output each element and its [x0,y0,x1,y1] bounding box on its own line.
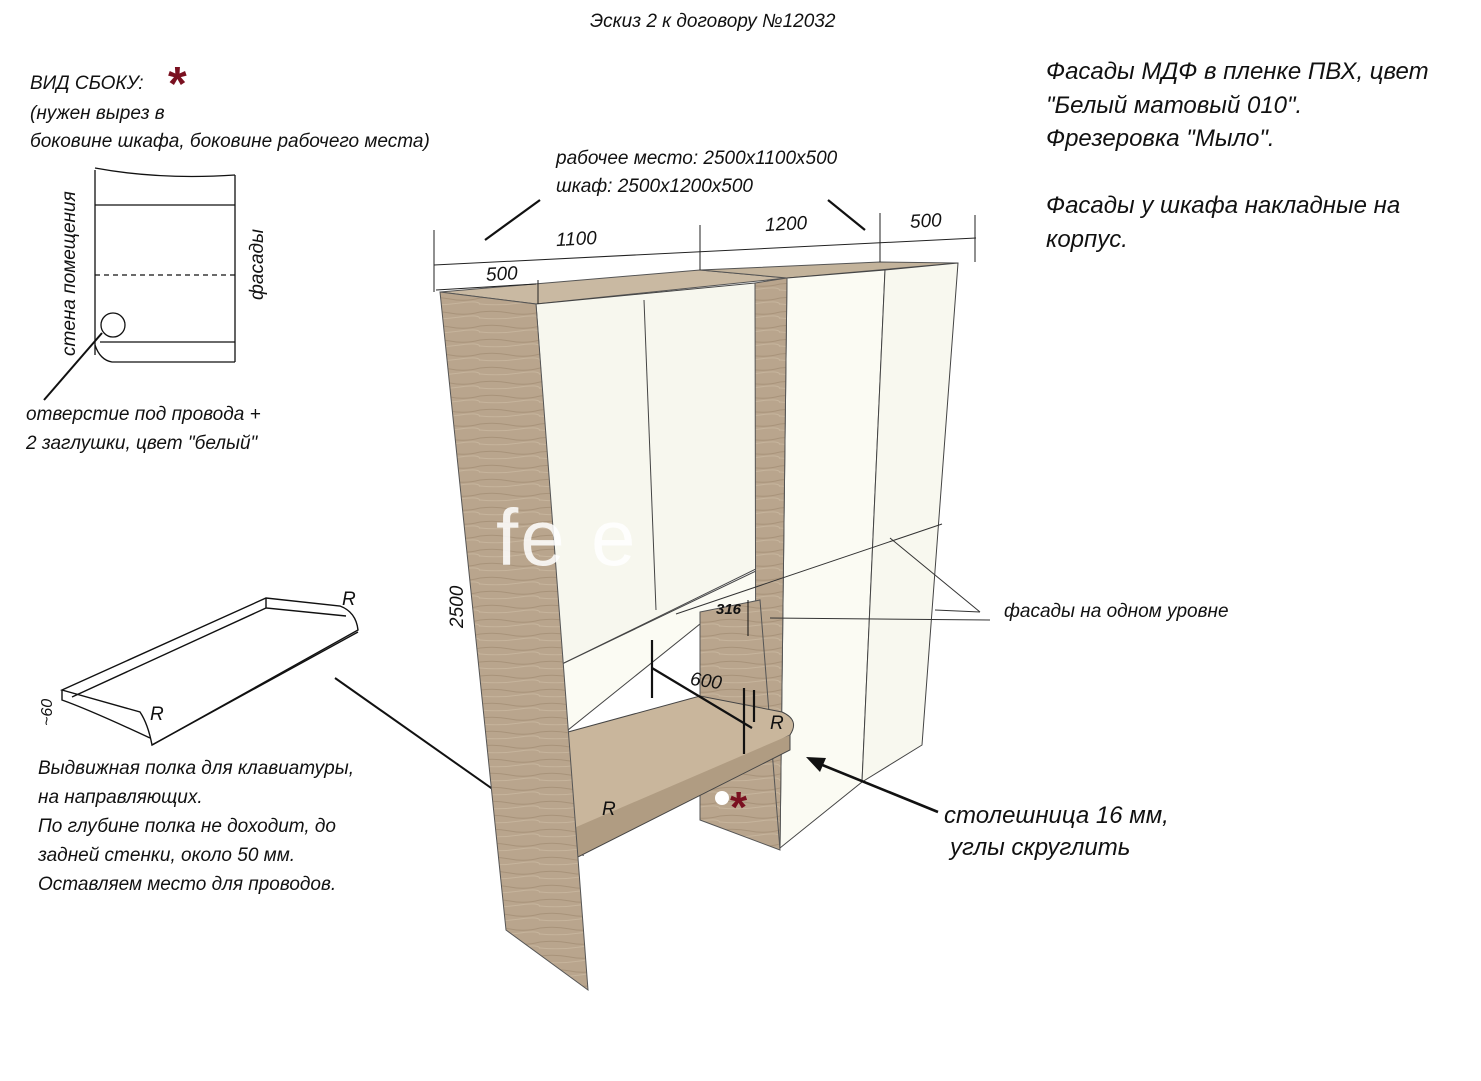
wardrobe-size: шкаф: 2500х1200х500 [556,176,753,197]
dimension-lines [433,213,977,304]
star-marker-1: * [168,58,187,111]
dim-316: 316 [716,601,742,618]
dim-2500: 2500 [447,585,468,628]
side-view-note-line1: (нужен вырез в [30,103,165,124]
keyboard-note-line1: Выдвижная полка для клавиатуры, [38,758,354,779]
keyboard-note-line3: По глубине полка не доходит, до [38,816,336,837]
keyboard-note-line4: задней стенки, около 50 мм. [38,845,295,866]
spec-line2: "Белый матовый 010". [1046,92,1303,119]
spec-line4: Фасады у шкафа накладные на [1046,192,1401,219]
furniture-body [439,261,991,992]
dimension-ticks [484,199,866,754]
dim-1100: 1100 [555,227,598,252]
hole-note-line1: отверстие под провода + [26,404,261,425]
wardrobe-facade-right [861,262,959,783]
page-title: Эскиз 2 к договору №12032 [590,11,836,32]
facades-level-note: фасады на одном уровне [1004,601,1229,622]
dim-500-left: 500 [485,263,519,286]
tray-radius-top: R [342,589,356,610]
hole-note-line2: 2 заглушки, цвет "белый" [26,433,258,454]
radius-desk-left: R [602,799,616,820]
radius-desk-right: R [770,713,784,734]
keyboard-note-line5: Оставляем место для проводов. [38,874,337,895]
star-marker-2: * [730,783,748,832]
facades-side-label: фасады [247,229,268,300]
keyboard-note-line2: на направляющих. [38,787,203,808]
spec-line3: Фрезеровка "Мыло". [1046,125,1275,152]
tray-height: ~60 [39,698,56,726]
dim-600: 600 [688,668,724,695]
wire-hole [715,791,729,805]
dim-1200: 1200 [764,212,808,237]
tabletop-note-line2: углы скруглить [950,834,1131,861]
left-side-panel [439,291,589,992]
watermark: fe e [496,493,638,582]
side-view-drawing [43,167,236,401]
dim-500-right: 500 [909,210,943,233]
workplace-size: рабочее место: 2500х1100х500 [556,148,838,169]
spec-line5: корпус. [1046,226,1128,253]
side-view-note-line2: боковине шкафа, боковине рабочего места) [30,131,430,152]
tray-radius-bottom: R [150,704,164,725]
tabletop-arrow-line [814,760,939,814]
tabletop-arrow-head [806,757,826,772]
keyboard-tray-drawing [59,597,359,747]
side-view-heading: ВИД СБОКУ: [30,73,144,94]
tabletop-note-line1: столешница 16 мм, [944,802,1169,829]
wall-label: стена помещения [59,191,80,356]
spec-line1: Фасады МДФ в пленке ПВХ, цвет [1046,58,1429,85]
